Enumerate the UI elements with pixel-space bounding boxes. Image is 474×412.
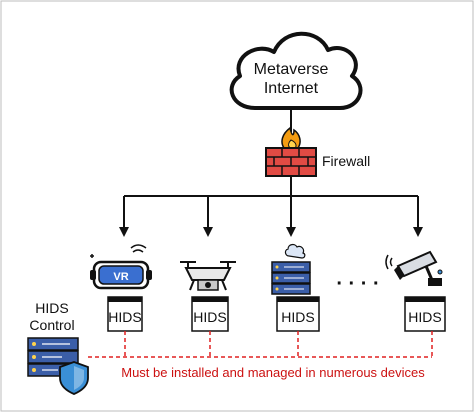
hids-label-2: HIDS [193,309,226,325]
cloud-label-line1: Metaverse [254,61,329,78]
management-note: Must be installed and managed in numerou… [121,365,425,380]
firewall-icon [265,126,317,177]
hids-box-3 [276,296,320,332]
management-lines [88,331,433,358]
firewall: Firewall [265,126,370,177]
cloud-label-line2: Internet [264,80,319,97]
hids-control-label-line2: Control [29,317,74,333]
connector-tree [119,176,423,237]
hids-control: HIDS Control [27,300,89,395]
metaverse-internet-cloud: Metaverse Internet [229,31,363,110]
vr-headset-icon: VR [90,244,152,290]
hids-box-4 [404,296,446,332]
vr-text: VR [113,271,128,283]
cloud-icon [229,31,363,110]
server-shield-icon [27,337,89,395]
firewall-label: Firewall [322,153,370,169]
hids-box-1 [107,296,143,332]
device-vr: VR HIDS [90,244,152,332]
drone-icon [180,261,236,291]
hids-label-3: HIDS [281,309,314,325]
hids-label-1: HIDS [108,309,141,325]
device-server: HIDS [271,243,320,332]
hids-label-4: HIDS [408,309,441,325]
security-camera-icon [385,250,443,286]
hids-control-label-line1: HIDS [35,300,68,316]
device-drone: HIDS [180,261,236,332]
more-devices-ellipsis: · · · · [336,273,379,295]
server-cloud-icon [271,243,311,295]
device-camera: HIDS [385,250,446,332]
